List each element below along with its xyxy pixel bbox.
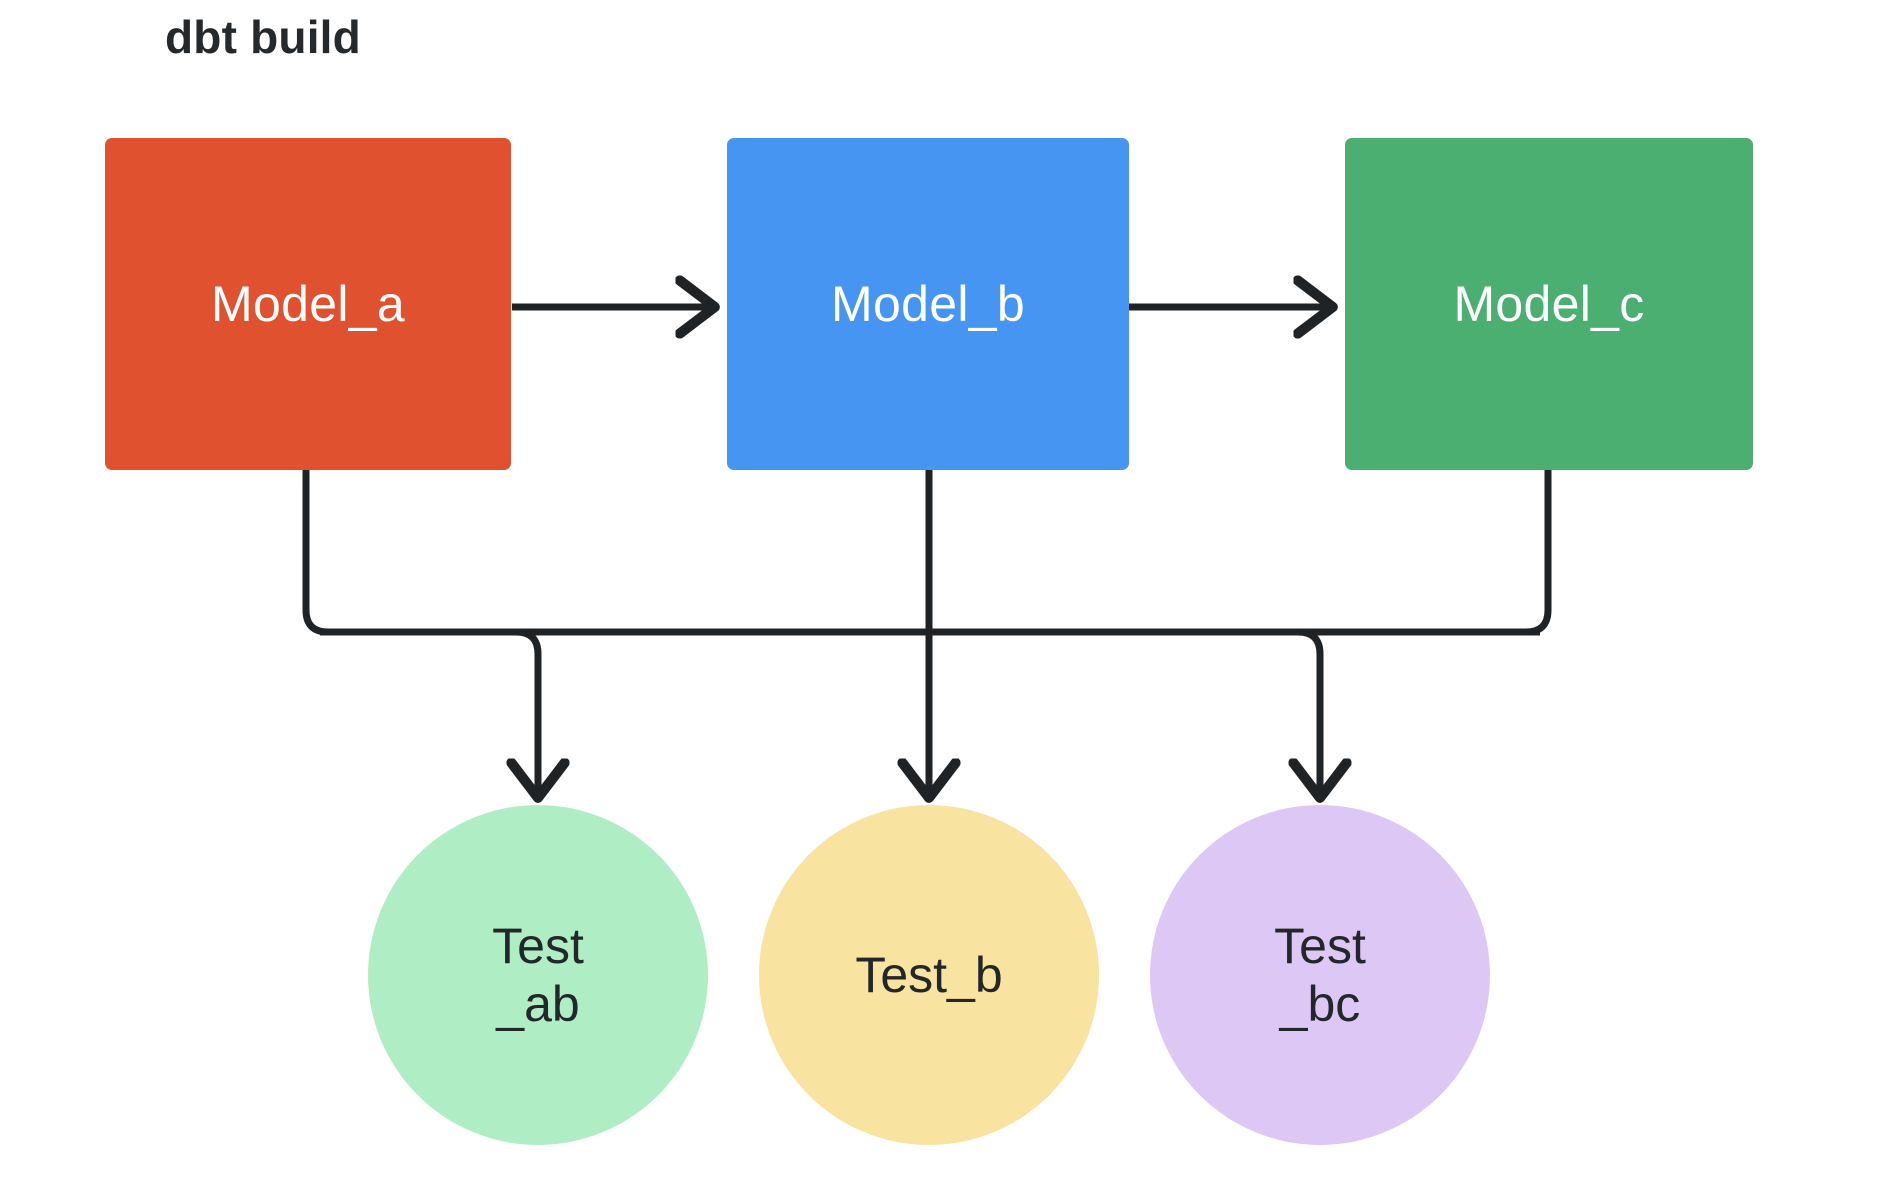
node-test-bc[interactable]: Test _bc: [1150, 805, 1490, 1145]
node-model-a-label: Model_a: [211, 276, 405, 332]
page-title: dbt build: [165, 11, 361, 63]
node-model-b-label: Model_b: [831, 276, 1025, 332]
node-model-b[interactable]: Model_b: [727, 138, 1129, 470]
node-test-bc-label: Test _bc: [1274, 918, 1366, 1032]
edge-bus-to-test-bc: [1298, 628, 1320, 795]
edge-model-a-to-bus: [302, 470, 1540, 636]
node-test-ab[interactable]: Test _ab: [368, 805, 708, 1145]
node-model-c-label: Model_c: [1453, 276, 1645, 332]
edge-bus-to-test-ab: [516, 628, 538, 795]
node-test-b[interactable]: Test_b: [759, 805, 1099, 1145]
node-test-b-label: Test_b: [855, 947, 1003, 1003]
edge-model-c-to-bus: [320, 470, 1552, 636]
node-model-c[interactable]: Model_c: [1345, 138, 1753, 470]
node-test-ab-label: Test _ab: [492, 918, 584, 1032]
node-model-a[interactable]: Model_a: [105, 138, 511, 470]
